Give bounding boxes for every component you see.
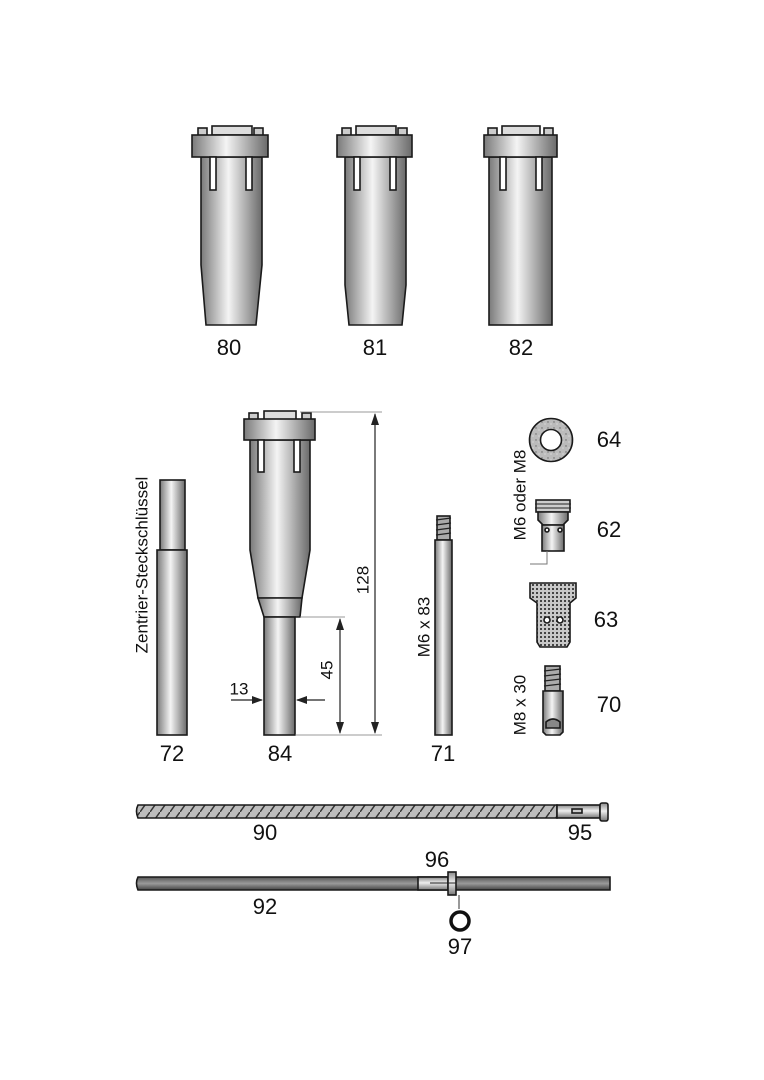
part-number-62: 62 [597,517,621,542]
part-number-92: 92 [253,894,277,919]
contact-tip-70: M8 x 30 70 [510,665,621,736]
part-number-72: 72 [160,741,184,766]
rod-71-spec: M6 x 83 [414,597,433,657]
part-number-80: 80 [217,335,241,360]
nozzle-82: 82 [483,125,558,360]
dimension-13: 13 [230,679,249,698]
threaded-rod-71: M6 x 83 71 [414,515,455,766]
insulating-ring-64: 64 [528,417,621,463]
thread-62-spec: M6 oder M8 [510,450,529,541]
dimension-128: 128 [353,566,372,594]
nozzle-80: 80 [191,125,269,360]
part-number-63: 63 [594,607,618,632]
part-number-82: 82 [509,335,533,360]
gas-diffuser-62: M6 oder M8 62 [510,450,621,565]
part-number-90: 90 [253,820,277,845]
part-number-70: 70 [597,692,621,717]
wrench-label: Zentrier-Steckschlüssel [132,477,151,654]
gas-diffuser-63: 63 [529,582,618,648]
part-number-71: 71 [431,741,455,766]
liner-92: 92 [135,876,611,919]
liner-nipple-96: 96 [417,847,457,896]
liner-end-95: 95 [556,802,609,845]
nozzle-84: 84 [243,410,316,766]
part-number-64: 64 [597,427,621,452]
part-number-95: 95 [568,820,592,845]
part-number-81: 81 [363,335,387,360]
dimension-45: 45 [317,661,336,680]
dimension-lines: 128 45 13 [230,411,382,736]
spiral-liner-90: 90 [135,804,558,845]
o-ring-97: 97 [448,895,472,959]
tip-70-spec: M8 x 30 [510,675,529,735]
part-number-84: 84 [268,741,292,766]
part-number-96: 96 [425,847,449,872]
centering-wrench-72: Zentrier-Steckschlüssel 72 [132,477,188,766]
nozzle-81: 81 [336,125,413,360]
part-number-97: 97 [448,934,472,959]
